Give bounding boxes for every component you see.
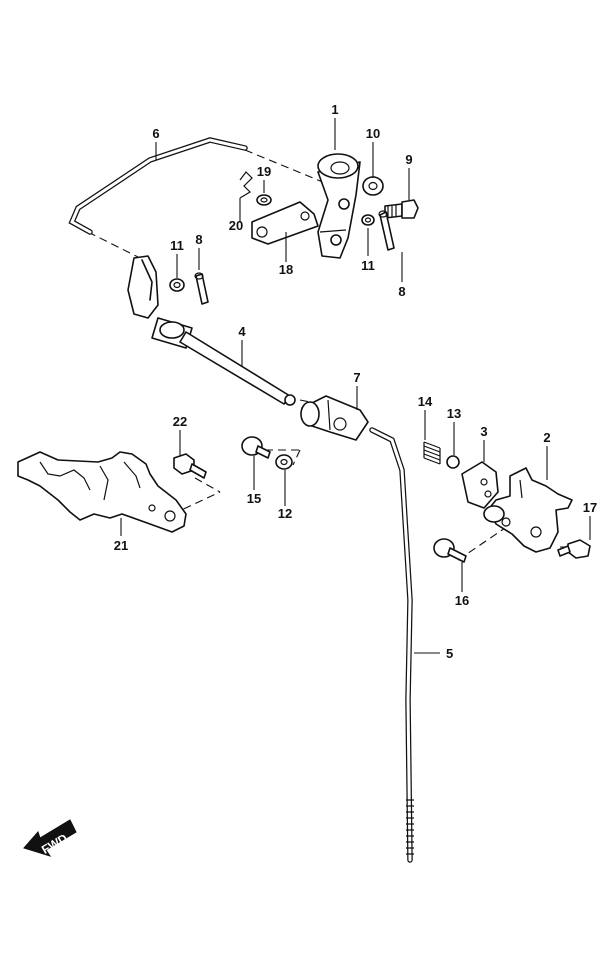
leader-lines [120,118,591,654]
part-15-bolt [241,436,271,459]
part-1-lever [317,153,361,259]
part-12-washer [275,454,293,470]
part-18-link [251,201,319,245]
callout-18: 18 [279,262,293,277]
callout-2: 2 [543,430,550,445]
callout-21: 21 [114,538,128,553]
callout-11-right: 11 [361,258,375,273]
part-3-cam [461,461,499,509]
part-9-bolt [384,199,419,219]
callout-17: 17 [583,500,597,515]
part-8-pin-left [194,272,209,305]
callout-14: 14 [418,394,433,409]
callouts: 1 6 10 9 19 20 18 11 8 11 8 4 7 14 13 3 … [114,102,597,661]
callout-7: 7 [353,370,360,385]
callout-6: 6 [152,126,159,141]
callout-8-right: 8 [398,284,405,299]
part-14-spring [423,441,441,465]
part-19-washer [256,194,272,206]
callout-10: 10 [366,126,380,141]
callout-5: 5 [446,646,453,661]
part-10-washer [362,176,384,196]
part-8-pin-right [378,210,395,251]
callout-19: 19 [257,164,271,179]
part-21-bracket [17,451,187,533]
callout-20: 20 [229,218,243,233]
part-2-lever [483,467,573,553]
callout-13: 13 [447,406,461,421]
part-7-joint [300,395,369,441]
part-16-bolt [433,538,467,563]
callout-12: 12 [278,506,292,521]
part-4-shaft [127,255,296,406]
callout-1: 1 [331,102,338,117]
callout-11-left: 11 [170,238,184,253]
callout-15: 15 [247,491,261,506]
callout-4: 4 [238,324,246,339]
callout-8-left: 8 [195,232,202,247]
part-22-bolt [173,453,207,479]
part-13-ball [446,455,460,469]
callout-9: 9 [405,152,412,167]
part-6-rod [68,137,248,235]
callout-3: 3 [480,424,487,439]
fwd-arrow-icon: FWD [23,819,77,857]
part-11-washer-left [169,278,185,292]
part-11-washer-right [361,214,375,226]
part-20-clip [239,171,253,199]
part-17-bolt [557,539,591,559]
part-5-rod [369,427,414,863]
callout-22: 22 [173,414,187,429]
callout-16: 16 [455,593,469,608]
